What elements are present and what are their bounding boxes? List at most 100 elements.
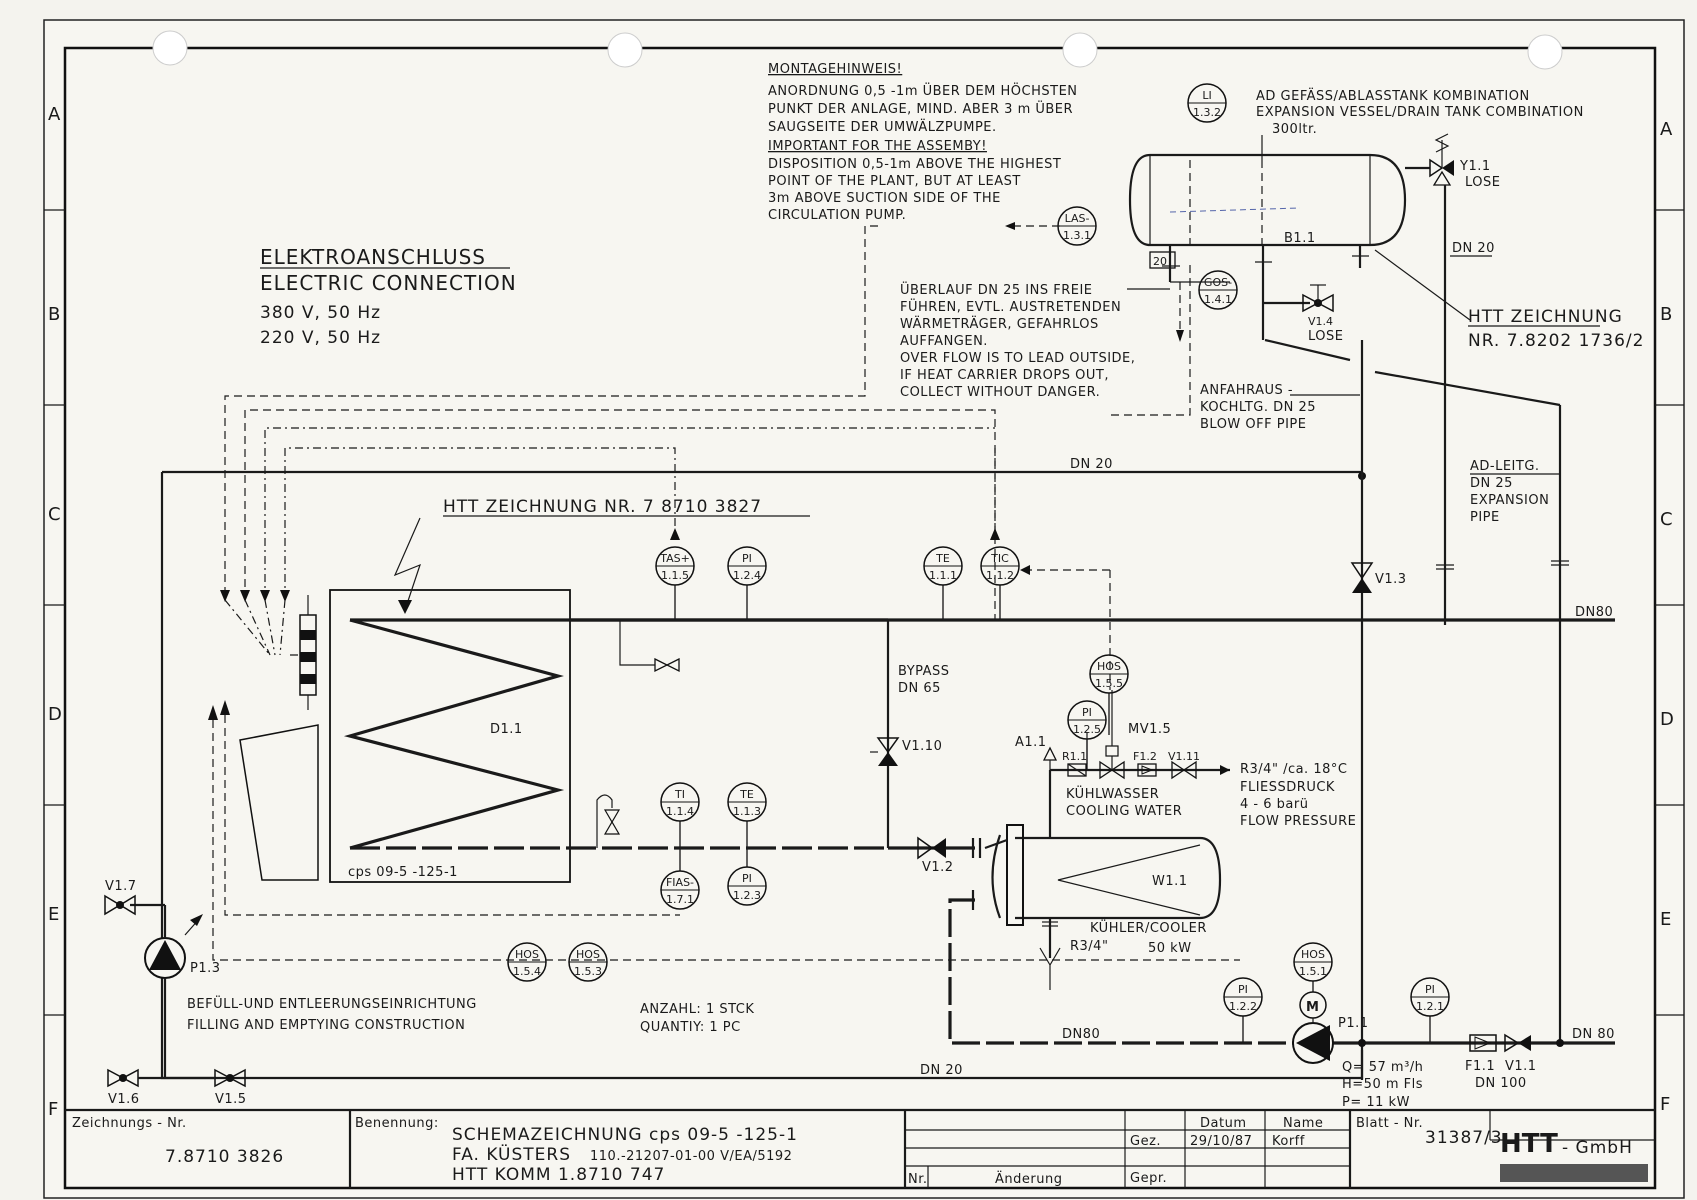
cw-a11: A1.1 <box>1015 735 1047 750</box>
safety-valve-y11: Y1.1 LOSE <box>1405 133 1500 190</box>
cw-mv: MV1.5 <box>1128 722 1171 737</box>
instrument-number-pi122: 1.2.2 <box>1229 1000 1257 1013</box>
pump-p13: P1.3 V1.7 V1.6 V1.5 <box>104 879 246 1107</box>
overflow-2: FÜHREN, EVTL. AUSTRETENDEN <box>900 298 1121 315</box>
montage-note: MONTAGEHINWEIS! ANORDNUNG 0,5 -1m ÜBER D… <box>768 62 1077 223</box>
row-label-a: A <box>48 104 61 125</box>
bypass-line1: BYPASS <box>898 664 950 679</box>
cw-l3: FLOW PRESSURE <box>1240 814 1356 829</box>
instrument-function-pi122: PI <box>1238 983 1248 996</box>
valve-v13: V1.3 <box>1350 562 1406 593</box>
montage-en-2: POINT OF THE PLANT, BUT AT LEAST <box>768 174 1021 189</box>
instrument-function-hos153: HOS <box>576 948 600 961</box>
instrument-function-pi125: PI <box>1082 706 1092 719</box>
ad-pipe-2: DN 25 <box>1470 476 1513 491</box>
instrument-number-tas115: 1.1.5 <box>661 569 689 582</box>
ad-pipe-3: EXPANSION <box>1470 493 1549 508</box>
blowoff-3: BLOW OFF PIPE <box>1200 417 1306 432</box>
montage-en-4: CIRCULATION PUMP. <box>768 208 906 223</box>
overflow-note: ÜBERLAUF DN 25 INS FREIE FÜHREN, EVTL. A… <box>900 281 1135 400</box>
tb-name1: SCHEMAZEICHNUNG cps 09-5 -125-1 <box>452 1125 798 1145</box>
cw-f12: F1.2 <box>1133 750 1157 763</box>
htt-reference-heater: HTT ZEICHNUNG NR. 7 8710 3827 <box>443 497 810 517</box>
cw-de: KÜHLWASSER <box>1066 785 1159 802</box>
row-label-f: F <box>48 1099 58 1120</box>
instrument-function-ti114: TI <box>674 788 685 801</box>
row-label-f-right: F <box>1660 1094 1670 1115</box>
instrument-number-pi121: 1.2.1 <box>1416 1000 1444 1013</box>
ad-pipe-4: PIPE <box>1470 510 1500 525</box>
overflow-7: COLLECT WITHOUT DANGER. <box>900 385 1100 400</box>
p13-label: P1.3 <box>190 961 221 976</box>
valve-v12: V1.2 <box>917 836 953 875</box>
dn100-label: DN 100 <box>1475 1076 1527 1091</box>
htt-ref-title: HTT ZEICHNUNG <box>1468 307 1623 327</box>
instrument-number-pi125: 1.2.5 <box>1073 723 1101 736</box>
row-label-e-right: E <box>1660 909 1671 930</box>
montage-de-2: PUNKT DER ANLAGE, MIND. ABER 3 m ÜBER <box>768 100 1073 117</box>
instrument-number-las131: 1.3.1 <box>1063 229 1091 242</box>
tb-drawing-no: 7.8710 3826 <box>165 1147 284 1167</box>
electric-title-de: ELEKTROANSCHLUSS <box>260 245 486 269</box>
instruments: LI1.3.2LAS-1.3.1GOS-1.4.1TAS+1.1.5PI1.2.… <box>507 83 1450 1043</box>
dn20-bottom: DN 20 <box>920 1063 963 1078</box>
instrument-number-te111: 1.1.1 <box>929 569 957 582</box>
row-label-d-right: D <box>1660 709 1674 730</box>
cw-en: COOLING WATER <box>1066 804 1182 819</box>
overflow-6: IF HEAT CARRIER DROPS OUT, <box>900 368 1109 383</box>
tb-name2: FA. KÜSTERS <box>452 1143 571 1165</box>
instrument-function-tas115: TAS+ <box>659 552 690 565</box>
instrument-function-hos154: HOS <box>515 948 539 961</box>
cooler-w11: W1.1 KÜHLER/COOLER 50 kW R3/4" <box>984 824 1222 990</box>
vessel-line2: EXPANSION VESSEL/DRAIN TANK COMBINATION <box>1256 105 1584 120</box>
tb-gez: Gez. <box>1130 1134 1161 1149</box>
instrument-number-hos151: 1.5.1 <box>1299 965 1327 978</box>
quantity-en: QUANTIY: 1 PC <box>640 1020 741 1035</box>
inner-border <box>63 46 1657 1190</box>
cw-spec: R3/4" /ca. 18°C <box>1240 762 1347 777</box>
ad-pipe-1: AD-LEITG. <box>1470 459 1540 474</box>
v14-label: V1.4 <box>1308 315 1333 328</box>
heater-terminal <box>299 595 317 710</box>
ad-pipe-note: AD-LEITG. DN 25 EXPANSION PIPE <box>1470 459 1560 525</box>
instrument-function-pi123: PI <box>742 872 752 885</box>
instrument-number-hos153: 1.5.3 <box>574 965 602 978</box>
tb-sheet-no: 31387/3 <box>1425 1128 1503 1148</box>
htt-ref-number: NR. 7.8202 1736/2 <box>1468 331 1644 351</box>
tb-company: HTT <box>1500 1129 1558 1159</box>
dn20-top: DN 20 <box>1070 457 1113 472</box>
pump-p: P= 11 kW <box>1342 1095 1410 1110</box>
cw-r11: R1.1 <box>1062 750 1087 763</box>
tb-name3: HTT KOMM 1.8710 747 <box>452 1165 665 1185</box>
row-label-c-right: C <box>1660 509 1673 530</box>
electric-connection: ELEKTROANSCHLUSS ELECTRIC CONNECTION 380… <box>260 245 517 348</box>
tb-drawer: Korff <box>1272 1134 1305 1149</box>
overflow-1: ÜBERLAUF DN 25 INS FREIE <box>900 281 1093 298</box>
filling-de: BEFÜLL-UND ENTLEERUNGSEINRICHTUNG <box>187 995 477 1012</box>
cooler-tag: W1.1 <box>1152 874 1188 889</box>
f11-label: F1.1 <box>1465 1059 1495 1074</box>
bypass-line2: DN 65 <box>898 681 941 696</box>
cw-l2: 4 - 6 barü <box>1240 797 1308 812</box>
filling-en: FILLING AND EMPTYING CONSTRUCTION <box>187 1018 465 1033</box>
tb-sheet-label: Blatt - Nr. <box>1356 1116 1423 1131</box>
tb-datum: Datum <box>1200 1116 1246 1131</box>
instrument-number-ti114: 1.1.4 <box>666 805 694 818</box>
vessel-line1: AD GEFÄSS/ABLASSTANK KOMBINATION <box>1256 88 1530 104</box>
row-label-b: B <box>48 304 60 325</box>
row-label-c: C <box>48 504 61 525</box>
vessel-volume: 300ltr. <box>1272 122 1317 137</box>
htt-reference-right: HTT ZEICHNUNG NR. 7.8202 1736/2 <box>1374 249 1644 351</box>
instrument-number-li132: 1.3.2 <box>1193 106 1221 119</box>
electric-title-en: ELECTRIC CONNECTION <box>260 271 517 295</box>
tb-drawing-label: Zeichnungs - Nr. <box>72 1116 187 1131</box>
montage-en-title: IMPORTANT FOR THE ASSEMBY! <box>768 139 987 154</box>
v16-label: V1.6 <box>108 1092 140 1107</box>
electric-v2: 220 V, 50 Hz <box>260 328 381 348</box>
vessel-level-mark: 20 <box>1153 255 1167 268</box>
overflow-3: WÄRMETRÄGER, GEFAHRLOS <box>900 316 1099 332</box>
htt-ref2: HTT ZEICHNUNG NR. 7 8710 3827 <box>443 497 762 517</box>
quantity-de: ANZAHL: 1 STCK <box>640 1002 754 1017</box>
tb-gepr: Gepr. <box>1130 1171 1167 1186</box>
